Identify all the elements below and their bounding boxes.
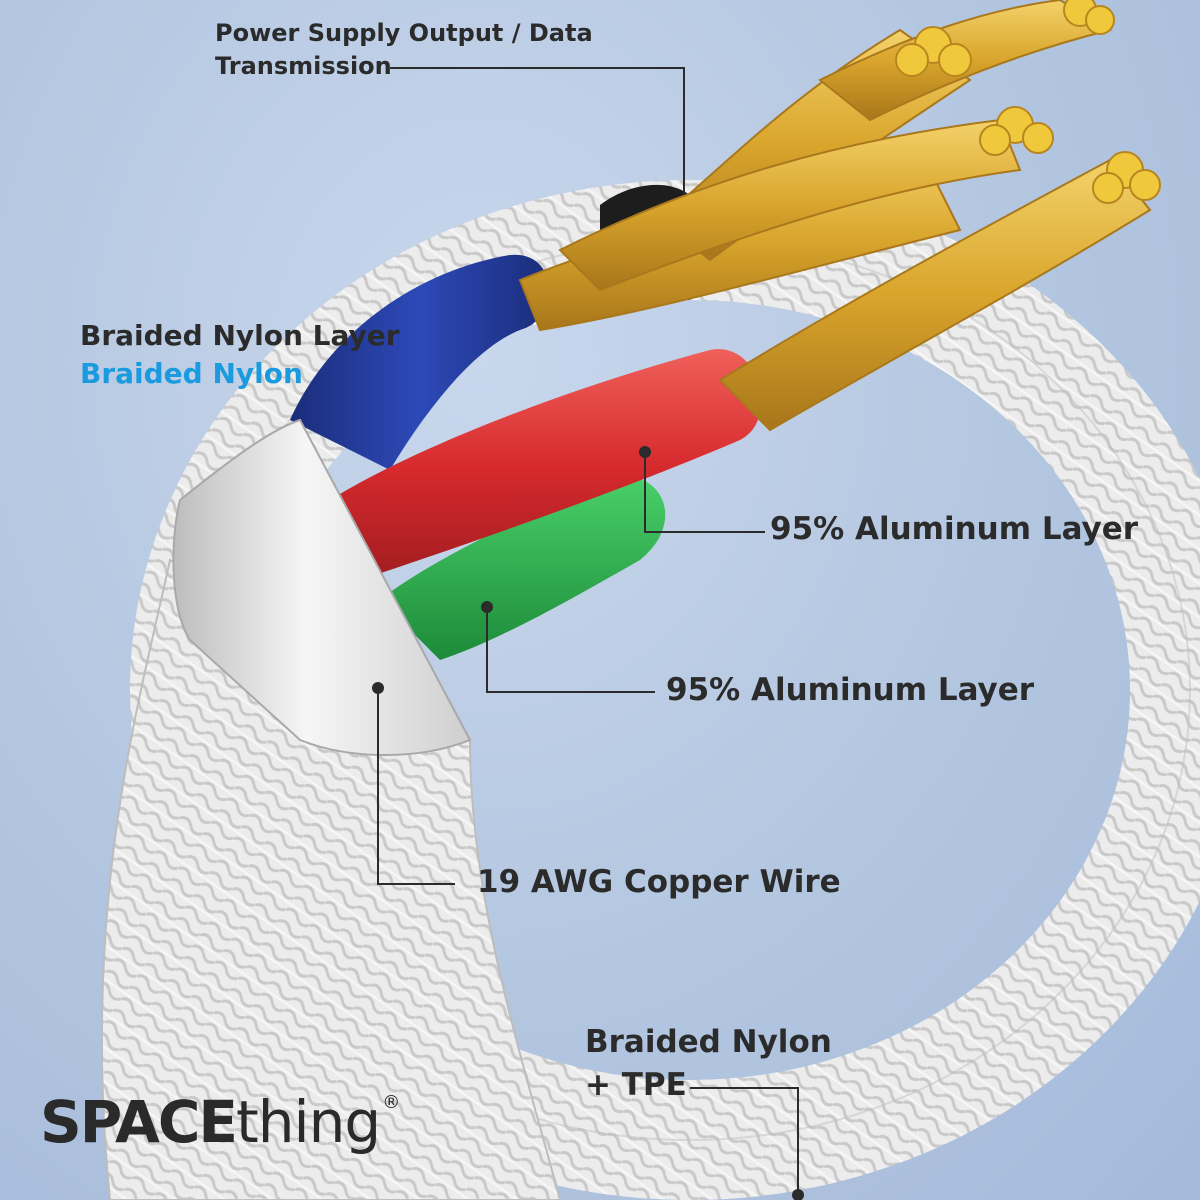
aluminum-sleeve: [172, 418, 472, 756]
label-aluminum-2: 95% Aluminum Layer: [666, 672, 1035, 708]
label-aluminum-1: 95% Aluminum Layer: [770, 511, 1139, 547]
copper-strands: [518, 0, 1152, 432]
registered-mark: ®: [382, 1092, 401, 1113]
brand-logo: SPACEthing®: [40, 1088, 400, 1156]
label-copper-wire: 19 AWG Copper Wire: [477, 864, 841, 900]
label-power-line1: Power Supply Output / Data: [215, 19, 593, 47]
brand-logo-light: thing: [236, 1088, 381, 1156]
label-braided-layer: Braided Nylon Layer: [80, 319, 400, 352]
label-nylon-tpe-line1: Braided Nylon: [585, 1024, 832, 1060]
label-nylon-tpe-line2: + TPE: [585, 1067, 687, 1103]
blue-wire: [290, 254, 549, 470]
label-braided-nylon-blue: Braided Nylon: [80, 357, 303, 390]
green-wire: [380, 476, 666, 660]
label-power-line2: Transmission: [215, 52, 392, 80]
leader-lines: [377, 67, 799, 1200]
brand-logo-bold: SPACE: [40, 1088, 238, 1156]
cable-trunk: [100, 558, 562, 1200]
red-wire: [300, 349, 762, 590]
